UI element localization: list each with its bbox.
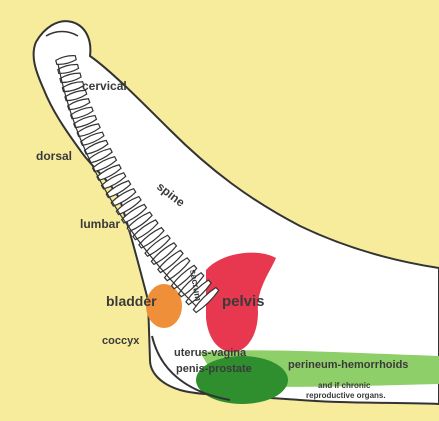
label-bladder: bladder: [106, 293, 157, 309]
label-uterus-vagina: uterus-vagina: [174, 347, 247, 359]
label-perineum: perineum-hemorrhoids: [288, 359, 408, 371]
label-penis-prostate: penis-prostate: [176, 363, 252, 375]
label-lumbar: lumbar: [80, 217, 120, 231]
label-cervical: cervical: [82, 79, 127, 93]
label-chronic-1: and if chronic: [318, 381, 371, 390]
label-coccyx: coccyx: [102, 335, 140, 347]
label-dorsal: dorsal: [36, 149, 72, 163]
label-chronic-2: reproductive organs.: [306, 391, 386, 400]
label-pelvis: pelvis: [222, 293, 265, 310]
